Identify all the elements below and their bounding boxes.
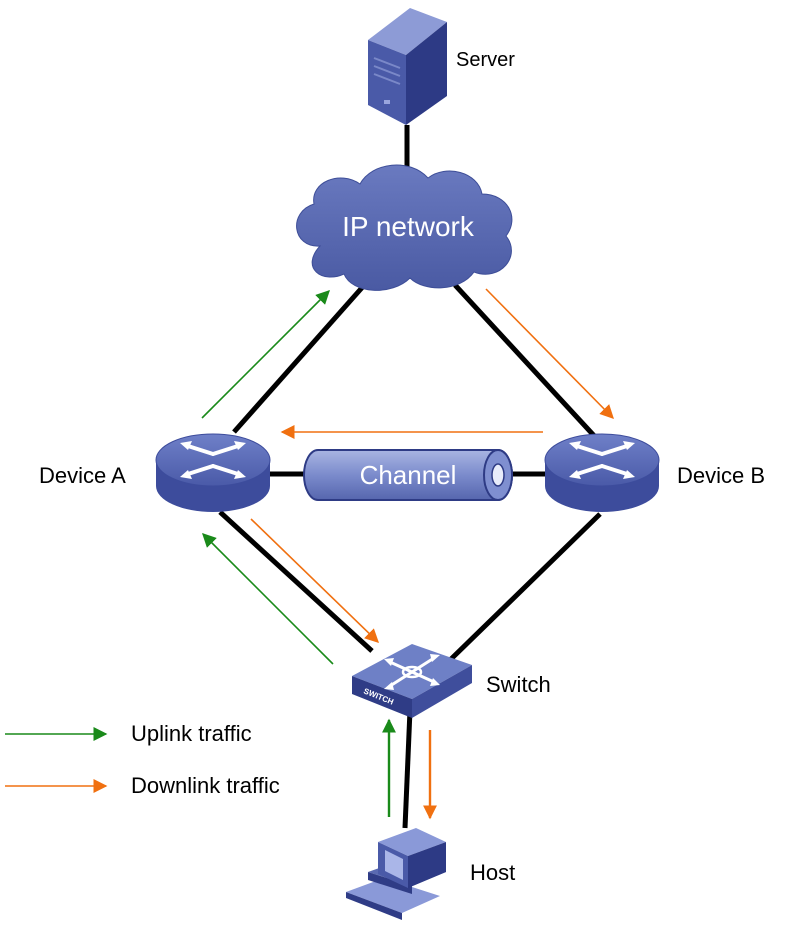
uplink-arrow-switch-to-device-a xyxy=(202,533,334,665)
downlink-arrow-device-a-to-switch xyxy=(250,518,380,643)
ip-network-cloud xyxy=(296,164,513,291)
downlink-arrow-cloud-to-device-b xyxy=(485,288,614,419)
host-pc-icon xyxy=(346,828,446,920)
device-a-label: Device A xyxy=(39,463,126,488)
legend-uplink-label: Uplink traffic xyxy=(131,721,252,746)
uplink-arrow-device-a-to-cloud xyxy=(201,290,330,419)
link-device-b-switch xyxy=(446,512,602,664)
channel-tube xyxy=(303,449,513,501)
link-cloud-device-a xyxy=(232,280,369,434)
switch-icon: SWITCH xyxy=(352,644,472,718)
ip-network-label: IP network xyxy=(342,211,475,242)
links xyxy=(218,125,602,829)
server-icon xyxy=(368,8,447,125)
server-label: Server xyxy=(456,49,515,71)
legend-downlink-label: Downlink traffic xyxy=(131,773,280,798)
device-b-router-icon xyxy=(544,433,660,512)
host-label: Host xyxy=(470,860,515,885)
device-b-label: Device B xyxy=(677,463,765,488)
traffic-arrows xyxy=(201,288,614,820)
device-a-router-icon xyxy=(155,433,271,512)
link-switch-host xyxy=(402,709,413,829)
link-device-a-switch xyxy=(218,510,374,653)
channel-label: Channel xyxy=(360,460,457,490)
legend: Uplink traffic Downlink traffic xyxy=(5,721,280,798)
switch-label: Switch xyxy=(486,672,551,697)
link-cloud-device-b xyxy=(453,283,600,442)
